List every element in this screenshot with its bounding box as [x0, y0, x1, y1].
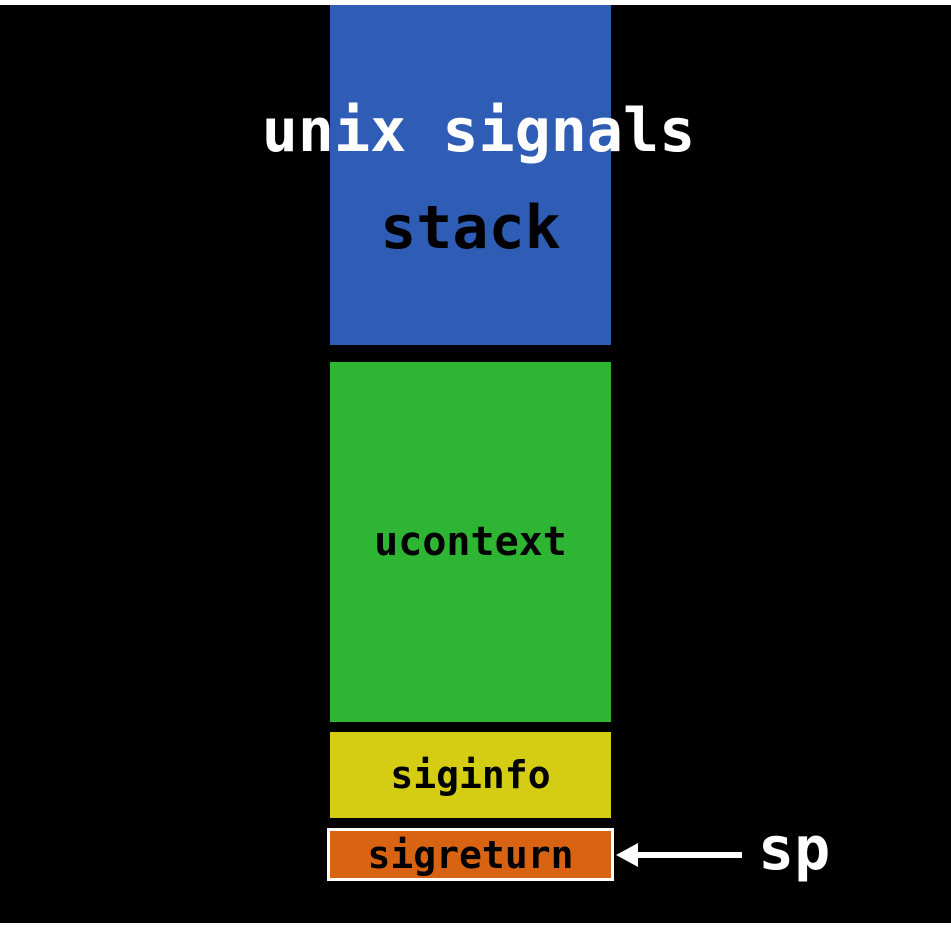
sigreturn-label: sigreturn — [367, 832, 574, 877]
arrow-head — [616, 843, 638, 867]
stack-block: stack — [330, 5, 611, 345]
diagram-title: unix signals — [261, 96, 696, 166]
stack-pointer-label: sp — [758, 814, 831, 884]
sigreturn-block: sigreturn — [327, 828, 614, 881]
stack-label: stack — [380, 193, 561, 263]
ucontext-label: ucontext — [374, 519, 567, 565]
siginfo-label: siginfo — [390, 753, 551, 797]
siginfo-block: siginfo — [330, 732, 611, 818]
diagram-canvas: stack ucontext siginfo sigreturn unix si… — [0, 5, 951, 923]
ucontext-block: ucontext — [330, 362, 611, 722]
stack-pointer-arrow-icon — [616, 843, 742, 867]
